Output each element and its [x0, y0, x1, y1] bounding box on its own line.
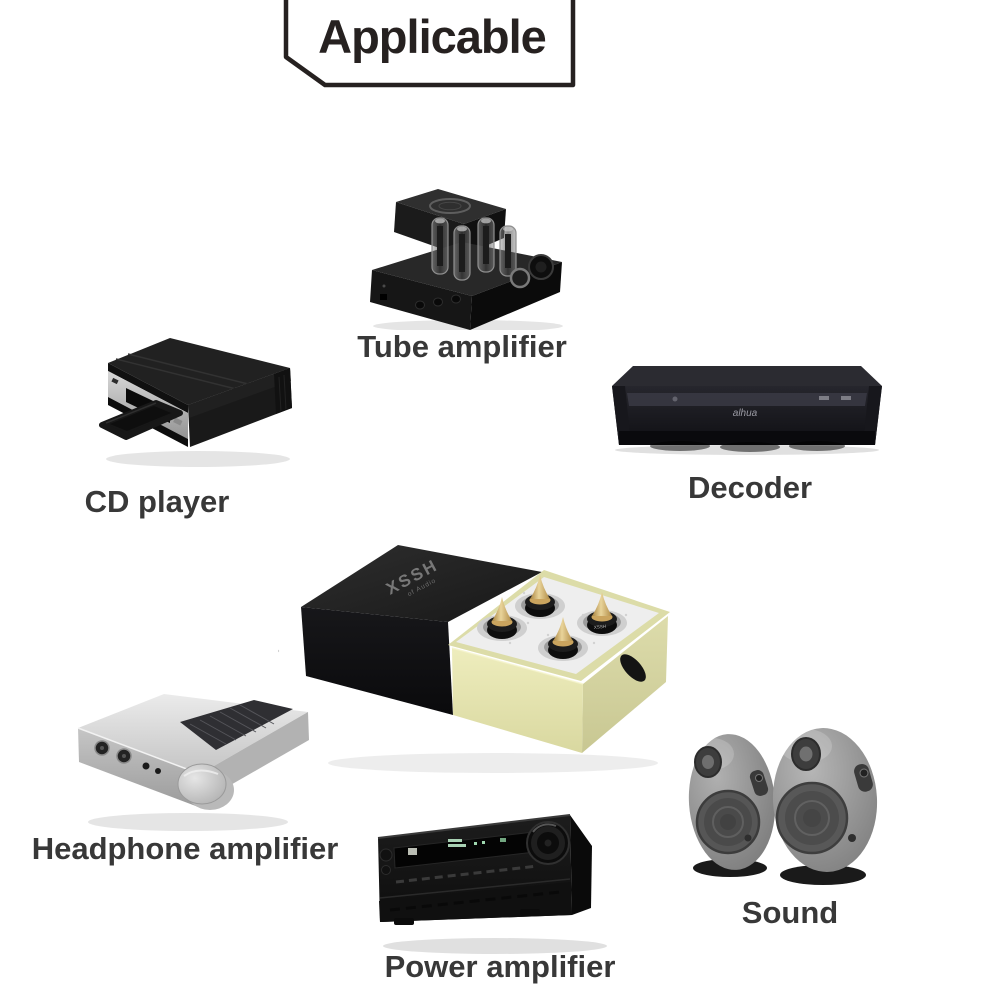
- right-speaker: [772, 728, 878, 885]
- page-title: Applicable: [318, 10, 546, 63]
- volume-knob-icon: [526, 821, 570, 865]
- label-power-amplifier: Power amplifier: [384, 949, 616, 984]
- disc-tray: [99, 400, 183, 440]
- speaker-spike: [538, 617, 588, 661]
- label-cd-player: CD player: [84, 484, 230, 519]
- product-box-photo: XSSH of Audio: [278, 545, 670, 773]
- cd-player-body: [108, 338, 292, 447]
- label-decoder: Decoder: [687, 470, 813, 505]
- gloss-display-band: [627, 393, 867, 406]
- vacuum-tubes: [431, 217, 517, 281]
- drawer-handle-cutout: [620, 654, 646, 682]
- headphone-jack-icon: [142, 762, 150, 770]
- cream-drawer: [451, 616, 668, 753]
- vu-meter-icon: [509, 267, 531, 289]
- tweeter-icon: [694, 746, 722, 778]
- decoder-photo: alhua: [612, 366, 882, 455]
- tweeter-icon: [791, 737, 821, 771]
- front-controls: [380, 284, 461, 310]
- speaker-spike: [477, 597, 527, 641]
- decoder-brand-logo: alhua: [733, 408, 758, 419]
- tube-amplifier-photo: [370, 189, 563, 330]
- title-callout-bubble: Applicable: [283, 0, 576, 88]
- foam-insert: [278, 570, 670, 681]
- port-icon: [744, 834, 752, 842]
- headphone-jack-icon: [155, 768, 161, 774]
- speaker-spike: [515, 575, 565, 619]
- spike-marking: XSSH: [594, 624, 607, 630]
- front-display: [393, 831, 536, 869]
- shadow: [328, 753, 658, 773]
- power-amplifier-photo: [377, 814, 607, 954]
- speaker-spike: XSSH: [577, 592, 627, 636]
- callout-border: [283, 0, 576, 88]
- vent-panel: [180, 700, 293, 750]
- speaker-stand: [780, 865, 866, 885]
- xlr-connectors: [94, 740, 161, 774]
- speakers-photo: [688, 728, 878, 885]
- side-control: [854, 763, 873, 792]
- volume-knob-icon: [528, 254, 554, 280]
- shadow: [88, 813, 288, 831]
- indicator-icon: [819, 396, 829, 400]
- shadow: [383, 938, 607, 954]
- black-sleeve: XSSH of Audio: [301, 545, 542, 715]
- label-headphone-amplifier: Headphone amplifier: [31, 831, 339, 866]
- label-sound: Sound: [741, 895, 839, 930]
- port-icon: [848, 834, 856, 842]
- headphone-amplifier-photo: [77, 694, 309, 831]
- cd-player-photo: [99, 338, 292, 467]
- indicator-icon: [841, 396, 851, 400]
- side-control: [749, 770, 769, 796]
- woofer-icon: [695, 789, 761, 855]
- label-tube-amplifier: Tube amplifier: [357, 329, 567, 364]
- volume-knob-icon: [177, 763, 234, 810]
- shadow: [106, 451, 290, 467]
- woofer-icon: [775, 781, 849, 855]
- left-speaker: [688, 734, 776, 877]
- front-controls: [379, 848, 571, 899]
